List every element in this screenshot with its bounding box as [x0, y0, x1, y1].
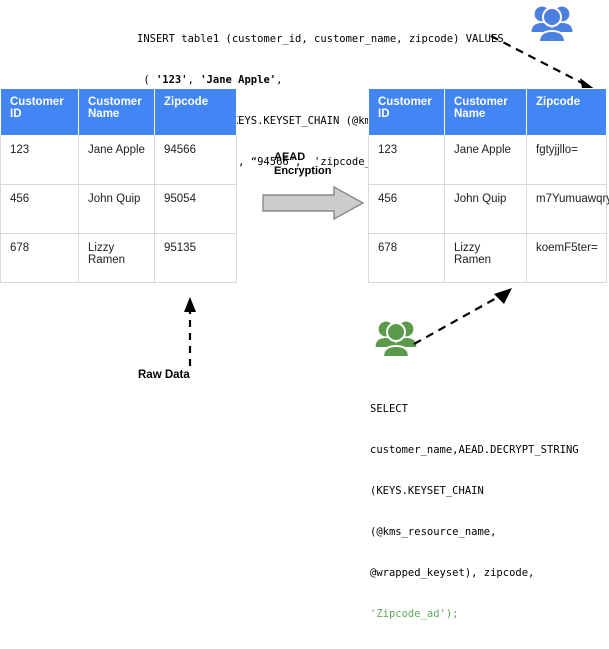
- select-sql-line-1: SELECT: [370, 403, 408, 416]
- cell-zipcode: koemF5ter=: [526, 233, 607, 283]
- cell-customer-name: John Quip: [444, 184, 527, 234]
- cell-customer-name: Lizzy Ramen: [78, 233, 155, 283]
- cell-customer-name: Lizzy Ramen: [444, 233, 527, 283]
- cell-zipcode: m7Yumuawqry: [526, 184, 609, 234]
- dashed-arrow-up-icon: [184, 297, 196, 366]
- column-header-line-1: Zipcode: [536, 96, 581, 108]
- column-header-line-2: Name: [454, 108, 486, 120]
- people-group-icon: [375, 321, 417, 358]
- cell-customer-id: 456: [0, 184, 79, 234]
- select-sql-line-3: (KEYS.KEYSET_CHAIN: [370, 485, 484, 498]
- cell-customer-id: 678: [0, 233, 79, 283]
- select-sql-line-4: (@kms_resource_name,: [370, 526, 497, 539]
- column-header-line-2: ID: [378, 108, 390, 120]
- aead-encryption-label: AEAD Encryption: [274, 151, 332, 177]
- dashed-arrow-up-right-icon: [413, 288, 512, 345]
- insert-sql-value-customer-id: '123': [155, 74, 188, 87]
- column-header-line-1: Customer: [88, 96, 142, 108]
- column-header-line-1: Customer: [454, 96, 508, 108]
- column-header-line-1: Zipcode: [164, 96, 209, 108]
- insert-sql-line-2-mid: ,: [187, 74, 201, 87]
- column-header-zipcode: Zipcode: [154, 88, 237, 136]
- select-sql-line-6-aad: 'Zipcode_ad');: [370, 607, 459, 620]
- cell-customer-id: 678: [368, 233, 445, 283]
- cell-zipcode: fgtyjjllo=: [526, 135, 607, 185]
- insert-sql-value-customer-name: 'Jane Apple': [200, 74, 277, 87]
- insert-sql-line-2-prefix: (: [137, 74, 156, 87]
- insert-sql-line-1: INSERT table1 (customer_id, customer_nam…: [137, 33, 504, 46]
- table-row: 678 Lizzy Ramen 95135: [0, 233, 237, 283]
- cell-customer-name: Jane Apple: [78, 135, 155, 185]
- select-sql-line-2: customer_name,AEAD.DECRYPT_STRING: [370, 444, 579, 457]
- block-arrow-right-icon: [262, 186, 364, 220]
- cell-zipcode: 95054: [154, 184, 237, 234]
- diagram-canvas: INSERT table1 (customer_id, customer_nam…: [0, 6, 609, 620]
- column-header-line-2: Name: [88, 108, 120, 120]
- cell-customer-id: 123: [368, 135, 445, 185]
- cell-customer-id: 456: [368, 184, 445, 234]
- insert-sql-line-2-suffix: ,: [276, 74, 283, 87]
- cell-customer-name: Jane Apple: [444, 135, 527, 185]
- column-header-line-1: Customer: [378, 96, 432, 108]
- cell-customer-name: John Quip: [78, 184, 155, 234]
- people-group-icon: [531, 6, 573, 43]
- cell-zipcode: 94566: [154, 135, 237, 185]
- cell-customer-id: 123: [0, 135, 79, 185]
- dashed-arrow-down-right-icon: [490, 35, 596, 90]
- table-row: 678 Lizzy Ramen koemF5ter=: [368, 233, 607, 283]
- table-row: 456 John Quip m7Yumuawqry: [368, 184, 609, 234]
- select-sql-statement: SELECT customer_name,AEAD.DECRYPT_STRING…: [370, 376, 579, 649]
- cell-zipcode: 95135: [154, 233, 237, 283]
- column-header-zipcode: Zipcode: [526, 88, 607, 136]
- raw-data-label: Raw Data: [138, 369, 190, 381]
- table-row: 123 Jane Apple 94566: [0, 135, 237, 185]
- table-row: 123 Jane Apple fgtyjjllo=: [368, 135, 607, 185]
- table-row: 456 John Quip 95054: [0, 184, 237, 234]
- column-header-line-1: Customer: [10, 96, 64, 108]
- select-sql-line-5: @wrapped_keyset), zipcode,: [370, 566, 535, 579]
- insert-sql-line-2: ( '123', 'Jane Apple',: [137, 74, 504, 88]
- column-header-line-2: ID: [10, 108, 22, 120]
